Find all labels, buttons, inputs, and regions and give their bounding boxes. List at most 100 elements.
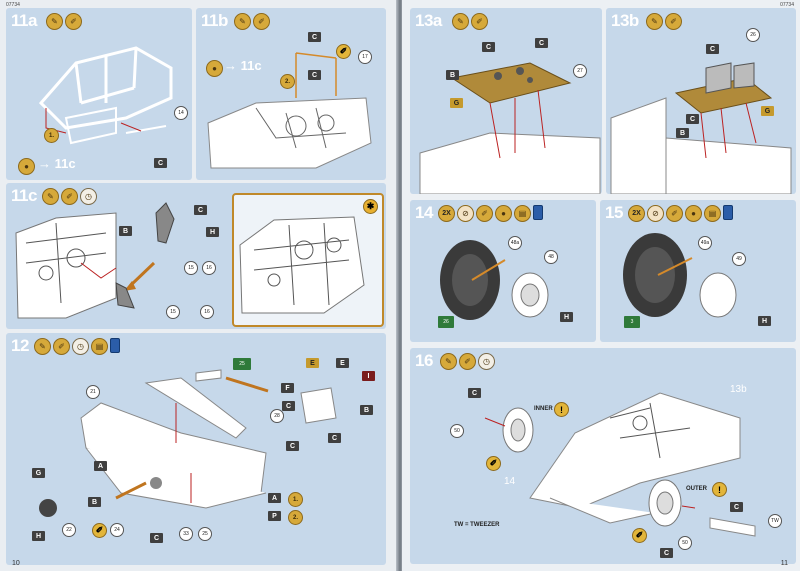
ref-14: 14	[504, 476, 516, 487]
part-25: 25	[198, 527, 212, 541]
decal-26: 26	[438, 316, 454, 328]
engine-drawing	[15, 202, 175, 319]
warning-icon: !	[712, 482, 727, 497]
glue-icon: ✎	[234, 13, 251, 30]
decal-icon: ▤	[91, 338, 108, 355]
multiplier-badge: 2X	[438, 205, 455, 222]
paint-icon: ●	[18, 158, 35, 175]
glue-icon: ✎	[46, 13, 63, 30]
engine-bay-drawing	[207, 52, 372, 169]
electronics-tray-drawing	[610, 62, 792, 194]
part-17: 17	[358, 50, 372, 64]
paint-icon: ●	[206, 60, 223, 77]
glue-icon: ✎	[440, 353, 457, 370]
part-33: 33	[179, 527, 193, 541]
part-16: 16	[200, 305, 214, 319]
part-28: 28	[270, 409, 284, 423]
brush-icon: ✐	[476, 205, 493, 222]
color-flag-c: C	[308, 32, 321, 42]
part-24: 24	[110, 523, 124, 537]
tool-icons: ✎ ✐ ◷	[440, 353, 495, 370]
brush-callout-icon: ✐	[92, 523, 107, 538]
part-27: 27	[573, 64, 587, 78]
assembled-engine-drawing	[239, 216, 365, 314]
color-flag-g: G	[450, 98, 463, 108]
color-flag-p: P	[268, 511, 281, 521]
tire-wheel-drawing	[623, 233, 737, 318]
tool-icons: 2X ⊘ ✐ ● ▤	[628, 205, 733, 222]
part-49: 49	[732, 252, 746, 266]
tool-icons: ✎ ✐	[234, 13, 270, 30]
glue-icon: ✎	[34, 338, 51, 355]
color-flag-h: H	[560, 312, 573, 322]
paint-bottle-icon	[723, 205, 733, 220]
brush-icon: ✐	[471, 13, 488, 30]
color-flag-b: B	[676, 128, 689, 138]
color-flag-g: G	[32, 468, 45, 478]
color-flag-e: E	[336, 358, 349, 368]
part-22: 22	[62, 523, 76, 537]
assembled-view-icon: ✱	[363, 199, 378, 214]
decal-icon: ▤	[704, 205, 721, 222]
left-page: 07734 11a ✎ ✐ 1. 1	[0, 0, 398, 571]
brush-icon: ✐	[666, 205, 683, 222]
brush-callout-icon: ✐	[336, 44, 351, 59]
kit-number: 07734	[780, 2, 794, 8]
engine-bay-drawing	[38, 46, 173, 145]
paint-icon: ●	[685, 205, 702, 222]
tool-icons: 2X ⊘ ✐ ● ▤	[438, 205, 543, 222]
color-flag-b: B	[446, 70, 459, 80]
step-11c-result-inset: ✱	[232, 193, 384, 327]
step-number: 14	[415, 203, 433, 222]
color-flag-b: B	[360, 405, 373, 415]
brush-icon: ✐	[665, 13, 682, 30]
book-gutter	[396, 0, 404, 571]
part-21: 21	[86, 385, 100, 399]
no-glue-icon: ⊘	[457, 205, 474, 222]
part-48a: 48a	[508, 236, 522, 250]
step-13a-panel: 13a ✎ ✐ C C B G 27	[410, 8, 602, 194]
color-flag-c: C	[154, 158, 167, 168]
part-15: 15	[166, 305, 180, 319]
paint-bottle-icon	[110, 338, 120, 353]
brush-callout-icon: ✐	[632, 528, 647, 543]
step-number: 12	[11, 336, 29, 355]
color-flag-c: C	[686, 114, 699, 124]
decal-icon: ▤	[514, 205, 531, 222]
part-48: 48	[544, 250, 558, 264]
step-number: 13b	[611, 11, 639, 30]
color-flag-c: C	[150, 533, 163, 543]
part-49a: 49a	[698, 236, 712, 250]
page-number: 11	[780, 560, 788, 567]
clock-icon: ◷	[478, 353, 495, 370]
part-26: 26	[746, 28, 760, 42]
color-flag-c: C	[706, 44, 719, 54]
electronics-tray-drawing	[419, 62, 601, 194]
color-flag-h: H	[32, 531, 45, 541]
step-14-panel: 14 2X ⊘ ✐ ● ▤ 48a 48 26 H	[410, 200, 596, 342]
brush-icon: ✐	[53, 338, 70, 355]
part-16: 16	[202, 261, 216, 275]
callout-1: 1.	[288, 492, 303, 507]
color-flag-b: B	[119, 226, 132, 236]
decal-3: 3	[624, 316, 640, 328]
step-13b-panel: 13b ✎ ✐ C C B G 26	[606, 8, 796, 194]
color-flag-c: C	[328, 433, 341, 443]
ref-11c: → 11c	[38, 156, 76, 171]
paint-icon: ●	[495, 205, 512, 222]
inner-label: INNER	[534, 406, 553, 412]
color-flag-c: C	[482, 42, 495, 52]
tool-icons: ✎ ✐	[646, 13, 682, 30]
part-15: 15	[184, 261, 198, 275]
kit-number: 07734	[6, 2, 20, 8]
step-16-panel: 16 ✎ ✐ ◷	[410, 348, 796, 564]
callout-2: 2.	[280, 74, 295, 89]
step-11a-panel: 11a ✎ ✐ 1. 14 C ●	[6, 8, 192, 180]
color-flag-c: C	[730, 502, 743, 512]
color-flag-c: C	[308, 70, 321, 80]
tool-icons: ✎ ✐	[46, 13, 82, 30]
part-tw: TW	[768, 514, 782, 528]
multiplier-badge: 2X	[628, 205, 645, 222]
ref-13b: 13b	[730, 384, 747, 395]
